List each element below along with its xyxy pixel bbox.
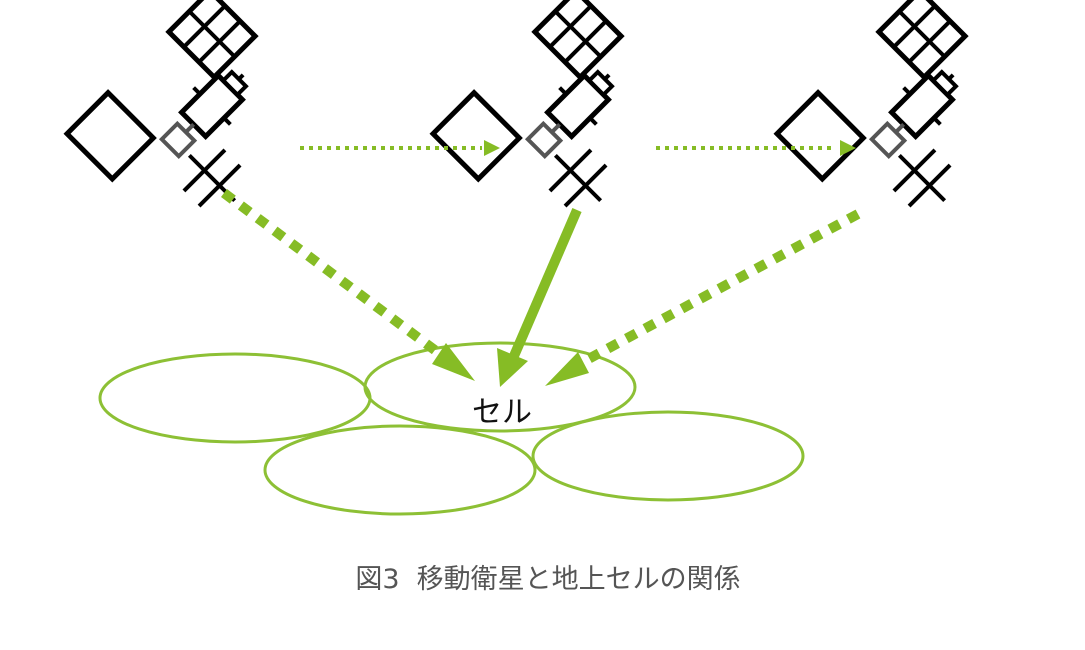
cell-bottom-right: [531, 410, 805, 502]
satellite-icon-3: [777, 0, 965, 221]
beam-center: [509, 208, 582, 358]
figure-caption: 図3 移動衛星と地上セルの関係: [355, 564, 740, 595]
beam-right: [578, 209, 861, 368]
orbit-arrowhead-2: [840, 140, 856, 156]
beam-right-arrowhead: [545, 352, 589, 386]
beam-center-arrowhead: [497, 348, 528, 387]
beam-left-arrowhead: [432, 343, 475, 381]
cell-label: セル: [472, 395, 532, 430]
beam-left: [221, 188, 443, 359]
cell-center: [363, 341, 637, 433]
orbit-arrowhead-1: [484, 140, 500, 156]
cell-bottom-left: [263, 424, 537, 516]
satellite-icon-1: [67, 0, 255, 221]
cell-left: [98, 352, 372, 444]
satellite-icon-2: [433, 0, 621, 221]
